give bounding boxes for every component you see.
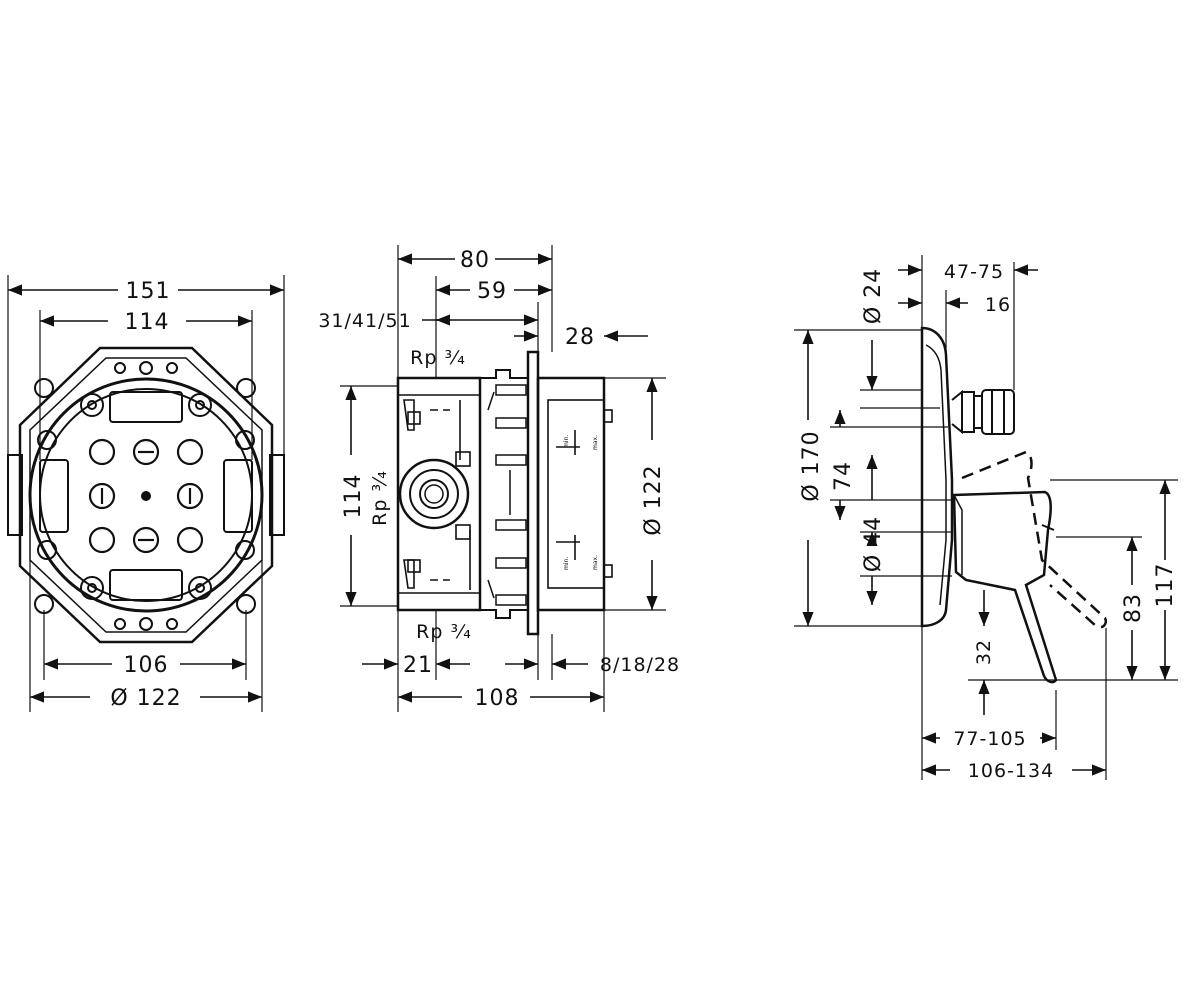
right-slot [223, 459, 253, 533]
side-port-mid [409, 469, 459, 519]
dim-label-8-18-28: 8/18/28 [600, 654, 680, 676]
front-dimension-labels: 151 114 106 Ø 122 [110, 279, 181, 711]
trim-view [794, 255, 1178, 780]
dim-label-80: 80 [460, 248, 490, 273]
box-internals [398, 394, 480, 594]
cover-recess [547, 399, 605, 589]
thread-label-top: Rp ³⁄₄ [410, 347, 466, 369]
dim-label-114-height: 114 [341, 474, 366, 519]
trim-dimension-lines [802, 264, 1171, 776]
dim-label-151: 151 [126, 279, 171, 304]
front-extension-lines [7, 275, 285, 712]
dim-label-diameter-122: Ø 122 [110, 686, 181, 711]
dim-label-77-105: 77-105 [953, 728, 1026, 750]
mark-min-bottom: min. [563, 557, 570, 570]
mark-max-bottom: max. [592, 555, 599, 570]
top-slot [109, 391, 183, 423]
trim-dimension-labels: Ø 24 47-75 16 Ø 170 74 Ø 44 117 83 32 77… [799, 261, 1178, 782]
dim-label-31-41-51: 31/41/51 [318, 310, 411, 332]
dim-label-diameter-44: Ø 44 [861, 516, 886, 572]
front-dimension-lines [8, 284, 284, 703]
thread-label-bottom: Rp ³⁄₄ [416, 621, 472, 643]
side-view [340, 245, 666, 712]
mounting-frame-inner [29, 357, 263, 633]
escutcheon-plate [920, 326, 954, 628]
dim-label-28-top: 28 [565, 325, 595, 350]
dim-label-74: 74 [831, 461, 856, 491]
mounting-frame-outer [18, 346, 274, 644]
box-body [396, 376, 482, 612]
mark-min-top: min. [563, 435, 570, 448]
lever-ghost [961, 450, 1107, 629]
trim-extension-lines [794, 255, 1178, 780]
port-holes [88, 438, 204, 554]
connector-block [480, 369, 529, 619]
dim-label-108: 108 [475, 686, 520, 711]
dim-label-diameter-122-side: Ø 122 [641, 464, 666, 535]
dim-label-59: 59 [477, 279, 507, 304]
front-view [7, 275, 285, 712]
spout-connector [951, 389, 1015, 435]
side-port-outer [398, 458, 470, 530]
lever-handle [952, 490, 1058, 684]
side-dimension-lines [345, 253, 658, 703]
center-hole [141, 491, 151, 501]
dim-label-83: 83 [1121, 593, 1146, 623]
dim-label-16: 16 [985, 294, 1011, 316]
front-flange [526, 350, 540, 636]
thread-label-side: Rp ³⁄₄ [369, 470, 391, 526]
dim-label-106: 106 [124, 653, 169, 678]
left-slot [39, 459, 69, 533]
body-ring-outer [28, 377, 264, 613]
screw-bosses [37, 361, 255, 631]
dim-label-diameter-170: Ø 170 [799, 430, 824, 501]
dim-label-114: 114 [125, 310, 170, 335]
dim-label-32: 32 [973, 639, 995, 665]
dim-label-117: 117 [1153, 563, 1178, 608]
side-dimension-labels: 80 59 31/41/51 28 Rp ³⁄₄ 114 Rp ³⁄₄ Ø 12… [318, 248, 680, 711]
dim-label-diameter-24: Ø 24 [861, 268, 886, 324]
bottom-slot [109, 569, 183, 601]
dim-label-47-75: 47-75 [944, 261, 1004, 283]
dim-label-106-134: 106-134 [968, 760, 1054, 782]
side-port-inner [419, 479, 449, 509]
mark-max-top: max. [592, 435, 599, 450]
mounting-lugs [7, 378, 285, 614]
dim-label-21: 21 [403, 653, 433, 678]
